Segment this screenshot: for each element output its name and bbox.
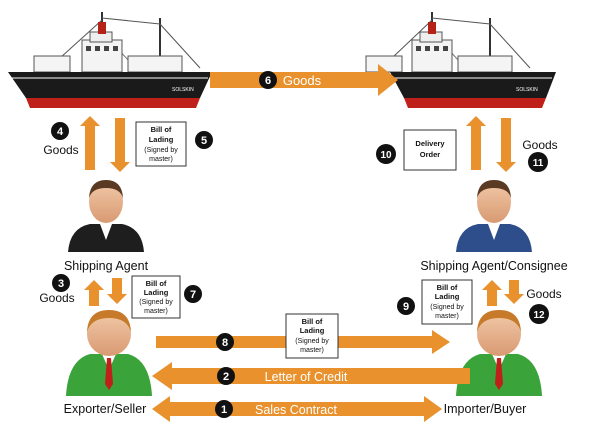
right-ship-name: SOLSKIN: [516, 87, 538, 93]
step-8-box: [285, 313, 339, 359]
step-1-label: Sales Contract: [255, 403, 338, 417]
step-6-badge: [259, 71, 277, 89]
step-5-box: [135, 121, 187, 167]
step-7-box: [131, 275, 181, 319]
shipping-agent-head: [89, 181, 123, 223]
step-12-goods: Goods 12: [504, 280, 562, 324]
step-8-bill-of-lading: Bill of Lading (Signed by master) 8: [156, 313, 450, 359]
step-5-line4: master): [149, 156, 173, 163]
left-ship: SOLSKIN: [8, 12, 212, 108]
step-9-number: 9: [403, 301, 409, 313]
step-12-number: 12: [533, 310, 545, 321]
step-4-badge: [51, 122, 69, 140]
step-5-number: 5: [201, 135, 207, 147]
step-8-line3: (Signed by: [295, 338, 329, 345]
step-2-badge: [217, 367, 235, 385]
step-10-badge: [376, 144, 396, 164]
step-10-number: 10: [380, 150, 392, 161]
step-2-number: 2: [223, 371, 229, 383]
step-9-badge: [397, 297, 415, 315]
step-9-box: [421, 279, 473, 325]
step-4-number: 4: [57, 126, 64, 138]
step-6-goods-arrow: 6 Goods: [210, 64, 398, 96]
step-8-line1: Bill of: [302, 317, 323, 326]
step-9-line3: (Signed by: [430, 304, 464, 311]
step-7-number: 7: [190, 289, 196, 301]
exporter-figure: [66, 310, 152, 396]
step-3-number: 3: [58, 278, 64, 290]
step-11-badge: [528, 152, 548, 172]
shipping-agent-label: Shipping Agent: [64, 259, 149, 273]
step-9-line4: master): [435, 313, 459, 320]
step-1-number: 1: [221, 404, 227, 416]
step-10-line2: Order: [420, 150, 441, 159]
step-8-number: 8: [222, 337, 228, 349]
step-3-badge: [52, 274, 70, 292]
step-6-number: 6: [265, 75, 271, 87]
step-3-goods: 3 Goods: [39, 274, 104, 306]
step-1-badge: [215, 400, 233, 418]
step-2-label: Letter of Credit: [265, 370, 348, 384]
step-11-goods: Goods 11: [496, 118, 558, 172]
step-7-badge: [184, 285, 202, 303]
step-5-badge: [195, 131, 213, 149]
step-11-label: Goods: [522, 138, 557, 152]
consignee-label: Shipping Agent/Consignee: [420, 259, 567, 273]
exporter-head: [87, 312, 131, 356]
step-9-line2: Lading: [435, 292, 460, 301]
step-6-label: Goods: [283, 73, 322, 88]
step-7-line1: Bill of: [146, 279, 167, 288]
step-1-sales-contract: 1 Sales Contract: [152, 396, 442, 422]
step-11-number: 11: [533, 158, 544, 169]
step-10-box: [403, 129, 457, 171]
step-9-line1: Bill of: [437, 283, 458, 292]
step-4-label: Goods: [43, 143, 78, 157]
step-8-line4: master): [300, 347, 324, 354]
importer-figure: [456, 310, 542, 396]
step-10-delivery-order: Delivery Order 10: [376, 116, 486, 171]
step-10-line1: Delivery: [415, 139, 445, 148]
step-7-line3: (Signed by: [139, 299, 173, 306]
left-ship-name: SOLSKIN: [172, 87, 194, 93]
consignee-figure: [456, 180, 532, 252]
right-ship: SOLSKIN: [365, 12, 556, 108]
consignee-head: [477, 181, 511, 223]
step-12-badge: [529, 304, 549, 324]
step-5-line3: (Signed by: [144, 147, 178, 154]
step-5-line1: Bill of: [151, 125, 172, 134]
step-4-goods: 4 Goods: [43, 116, 100, 170]
step-8-badge: [216, 333, 234, 351]
step-8-line2: Lading: [300, 326, 325, 335]
step-12-label: Goods: [526, 287, 561, 301]
step-3-label: Goods: [39, 291, 74, 305]
importer-head: [477, 312, 521, 356]
exporter-label: Exporter/Seller: [64, 402, 147, 416]
step-7-line4: master): [144, 308, 168, 315]
importer-label: Importer/Buyer: [444, 402, 527, 416]
step-2-letter-of-credit: 2 Letter of Credit: [152, 362, 470, 390]
step-7-bill-of-lading: Bill of Lading (Signed by master) 7: [107, 275, 202, 319]
step-5-line2: Lading: [149, 135, 174, 144]
shipping-agent-figure: [68, 180, 144, 252]
step-9-bill-of-lading: Bill of Lading (Signed by master) 9: [397, 279, 502, 325]
step-5-bill-of-lading: Bill of Lading (Signed by master) 5: [110, 118, 213, 172]
step-7-line2: Lading: [144, 288, 169, 297]
